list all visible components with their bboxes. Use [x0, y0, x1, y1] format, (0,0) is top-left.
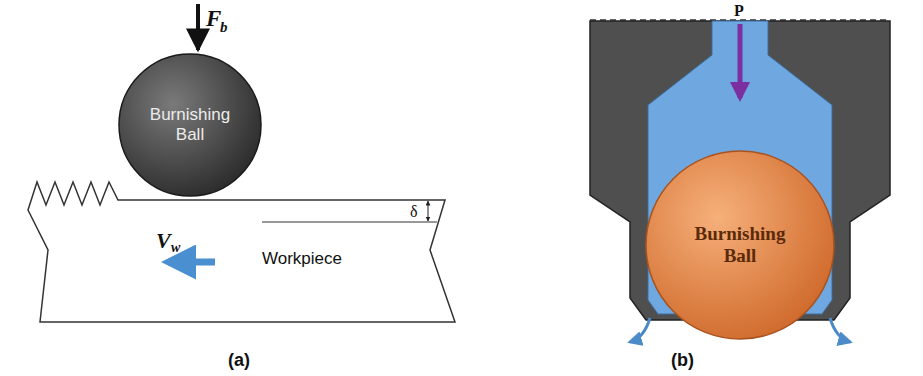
pressure-symbol: P	[734, 2, 744, 20]
flow-arrow	[630, 318, 650, 342]
depth-line	[262, 222, 437, 223]
velocity-subscript: w	[171, 240, 180, 256]
workpiece-outline	[25, 175, 460, 327]
ball-label: Burnishing Ball	[140, 105, 240, 145]
workpiece-block: Workpiece	[25, 175, 460, 327]
force-arrow	[196, 4, 200, 50]
depth-symbol: δ	[409, 203, 419, 221]
flow-arrow	[830, 318, 850, 342]
depth-arrow	[428, 201, 429, 221]
ball-shape	[646, 151, 834, 339]
velocity-arrow	[168, 259, 215, 266]
ball-shape	[119, 54, 261, 196]
velocity-symbol: V	[156, 228, 171, 254]
ball-label: Burnishing Ball	[680, 223, 800, 267]
pressure-arrow	[738, 24, 743, 98]
workpiece-shape	[28, 182, 455, 322]
burnishing-ball: Burnishing Ball	[645, 150, 835, 340]
panel-label: (b)	[671, 350, 694, 371]
force-symbol: F	[206, 6, 221, 32]
panel-label: (a)	[228, 350, 250, 371]
burnishing-ball: Burnishing Ball	[118, 53, 262, 197]
part-label: Workpiece	[262, 249, 342, 269]
force-subscript: b	[220, 19, 228, 36]
